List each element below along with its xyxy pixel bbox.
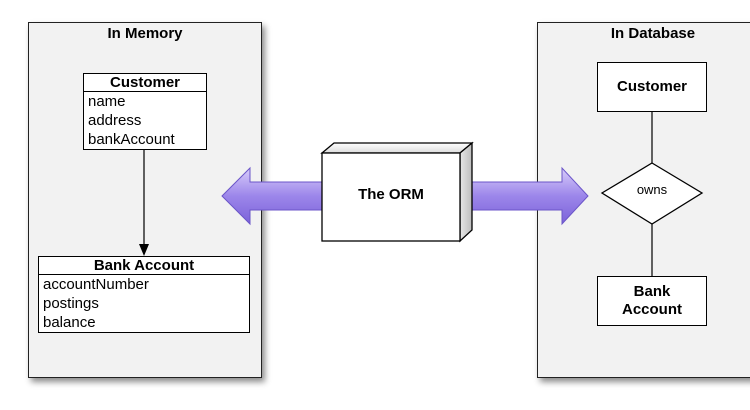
in-database-title: In Database <box>610 25 696 42</box>
in-memory-title: In Memory <box>107 25 183 42</box>
attribute-address: address <box>88 112 142 129</box>
association-arrowhead <box>139 244 149 256</box>
customer-entity-label: Customer <box>616 78 687 95</box>
customer-class-name: Customer <box>84 74 206 92</box>
owns-relationship-diamond <box>600 162 704 225</box>
bank-account-entity-line1: Bank <box>633 283 671 300</box>
attribute-balance: balance <box>43 314 96 331</box>
customer-class: Customer name address bankAccount <box>83 73 207 150</box>
right-arrow <box>469 166 589 226</box>
attribute-accountnumber: accountNumber <box>43 276 149 293</box>
orm-label: The ORM <box>358 186 424 203</box>
bank-account-attributes: accountNumber postings balance <box>39 275 249 332</box>
attribute-bankaccount: bankAccount <box>88 131 175 148</box>
orm-box <box>320 141 474 243</box>
bank-account-entity-line2: Account <box>622 301 682 318</box>
bank-account-entity: Bank Account <box>597 276 707 326</box>
attribute-name: name <box>88 93 126 110</box>
owns-label: owns <box>636 182 668 197</box>
customer-entity: Customer <box>597 62 707 112</box>
customer-attributes: name address bankAccount <box>84 92 206 149</box>
bank-account-class: Bank Account accountNumber postings bala… <box>38 256 250 333</box>
attribute-postings: postings <box>43 295 99 312</box>
bank-account-class-name: Bank Account <box>39 257 249 275</box>
left-arrow <box>221 166 323 226</box>
